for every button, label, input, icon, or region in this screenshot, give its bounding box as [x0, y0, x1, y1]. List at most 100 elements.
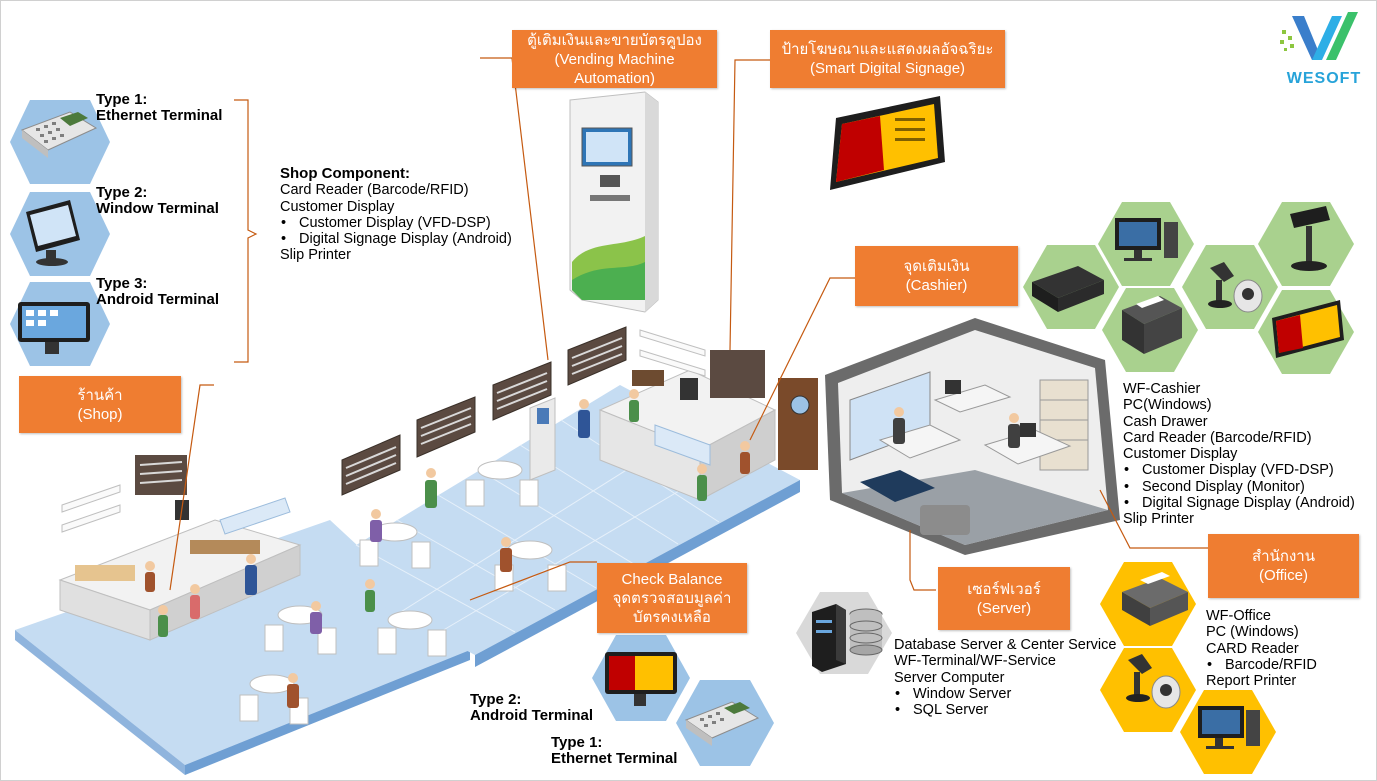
terminal-type-1-label: Type 1: Ethernet Terminal	[96, 92, 222, 124]
bottom-type-1-name: Ethernet Terminal	[551, 750, 678, 767]
shop-component-line: Card Reader (Barcode/RFID)	[280, 182, 469, 199]
terminal-type-2-number: Type 2:	[96, 184, 148, 201]
shop-tables	[239, 460, 567, 725]
service-counter	[598, 329, 818, 501]
callout-check-balance: Check Balance จุดตรวจสอบมูลค่า บัตรคงเหล…	[597, 563, 747, 633]
bottom-type-2-name: Android Terminal	[470, 707, 594, 724]
terminal-type-3-name: Android Terminal	[96, 291, 220, 308]
android-terminal-icon	[18, 302, 90, 354]
server-bullet: SQL Server	[894, 702, 1116, 719]
shop-counter	[58, 455, 302, 641]
cashier-line: PC(Windows)	[1123, 397, 1212, 414]
leader-lines	[169, 57, 1208, 601]
callout-server-line1: เซอร์ฟเวอร์	[967, 580, 1041, 598]
cashier-bullet: Customer Display (VFD-DSP)	[1123, 462, 1355, 479]
callout-signage-line2: (Smart Digital Signage)	[809, 60, 966, 77]
terminal-bracket	[234, 99, 258, 363]
cash-drawer-icon	[1032, 266, 1104, 312]
office-line: Report Printer	[1206, 673, 1297, 690]
callout-shop: ร้านค้า (Shop)	[19, 376, 181, 433]
callout-office-line1: สำนักงาน	[1252, 548, 1315, 565]
callout-vending-line1: ตู้เติมเงินและขายบัตรคูปอง	[527, 31, 702, 49]
pos-window-terminal-icon	[26, 200, 80, 266]
cashier-bullets: Customer Display (VFD-DSP) Second Displa…	[1123, 462, 1355, 511]
callout-shop-line1: ร้านค้า	[77, 386, 123, 404]
callout-cashier-line1: จุดเติมเงิน	[903, 258, 970, 275]
server-bullets: Window Server SQL Server	[894, 686, 1116, 719]
dining-wall-windows	[341, 326, 627, 496]
callout-vending: ตู้เติมเงินและขายบัตรคูปอง (Vending Mach…	[512, 30, 717, 88]
shop-component-line: Slip Printer	[280, 247, 351, 264]
server-component-list: Database Server & Center Service WF-Term…	[894, 637, 1117, 719]
server-line: WF-Terminal/WF-Service	[894, 653, 1056, 670]
callout-server-line2: (Server)	[976, 599, 1032, 617]
shop-component-title: Shop Component:	[280, 165, 410, 182]
bottom-terminal-type-2-label: Type 2: Android Terminal	[470, 692, 593, 724]
server-icon	[812, 604, 883, 672]
server-bullet: Window Server	[894, 686, 1116, 703]
shop-component-bullet: Customer Display (VFD-DSP)	[280, 215, 512, 232]
cashier-line: WF-Cashier	[1123, 381, 1201, 397]
bottom-terminal-type-1-label: Type 1: Ethernet Terminal	[551, 735, 677, 767]
office-bullets: Barcode/RFID	[1206, 657, 1317, 674]
cashier-component-list: WF-Cashier PC(Windows) Cash Drawer Card …	[1123, 381, 1355, 528]
office-line: WF-Office	[1206, 608, 1271, 624]
callout-check-line1: Check Balance	[621, 570, 723, 588]
office-line: CARD Reader	[1206, 640, 1299, 657]
callout-cashier-line2: (Cashier)	[905, 277, 968, 294]
logo-text: WESOFT	[1286, 70, 1362, 87]
cashier-line: Card Reader (Barcode/RFID)	[1123, 429, 1312, 446]
kiosk-small	[529, 397, 556, 481]
monitor-icon	[1115, 218, 1178, 261]
bottom-type-1-number: Type 1:	[551, 734, 603, 751]
callout-check-line3: บัตรคงเหลือ	[633, 608, 711, 626]
server-line: Server Computer	[894, 669, 1005, 686]
cashier-hexes	[1023, 202, 1354, 374]
office-pc-icon	[1198, 706, 1260, 749]
callout-server: เซอร์ฟเวอร์ (Server)	[938, 567, 1070, 630]
android-terminal-small-icon	[605, 652, 677, 706]
card-terminal-small-icon	[684, 701, 760, 746]
digital-signage-icon	[830, 96, 945, 190]
slip-printer-icon	[1122, 296, 1182, 354]
terminal-hexes-left	[10, 100, 110, 366]
server-hex	[796, 592, 892, 674]
terminal-type-2-label: Type 2: Window Terminal	[96, 185, 219, 217]
office-component-list: WF-Office PC (Windows) CARD Reader Barco…	[1206, 608, 1317, 689]
terminal-type-3-number: Type 3:	[96, 275, 148, 292]
second-signage-icon	[1272, 300, 1344, 358]
shop-component-bullet: Digital Signage Display (Android)	[280, 231, 512, 248]
terminal-type-1-number: Type 1:	[96, 91, 148, 108]
wesoft-logo	[1280, 12, 1358, 60]
check-balance-hexes	[592, 635, 774, 766]
callout-vending-line3: Automation)	[574, 69, 655, 87]
cashier-line: Customer Display	[1123, 446, 1238, 463]
callout-vending-line2: (Vending Machine	[554, 50, 675, 68]
office-room	[825, 318, 1120, 555]
card-terminal-icon	[20, 111, 98, 158]
cashier-line: Cash Drawer	[1123, 413, 1208, 430]
shop-component-line: Customer Display	[280, 198, 395, 215]
cashier-line: Slip Printer	[1123, 511, 1194, 528]
report-printer-icon	[1122, 572, 1188, 626]
vending-machine-icon	[569, 91, 659, 313]
pole-display-icon	[1290, 206, 1330, 271]
barcode-scanner-icon	[1208, 262, 1263, 313]
terminal-type-3-label: Type 3: Android Terminal	[96, 276, 219, 308]
server-line: Database Server & Center Service	[894, 637, 1117, 653]
office-line: PC (Windows)	[1206, 624, 1299, 641]
people	[145, 389, 750, 708]
shop-component-bullets: Customer Display (VFD-DSP) Digital Signa…	[280, 215, 512, 248]
terminal-type-2-name: Window Terminal	[96, 200, 219, 217]
office-bullet: Barcode/RFID	[1206, 657, 1317, 674]
callout-cashier: จุดเติมเงิน (Cashier)	[855, 246, 1018, 306]
callout-check-line2: จุดตรวจสอบมูลค่า	[612, 589, 732, 607]
terminal-type-1-name: Ethernet Terminal	[96, 107, 223, 124]
bottom-type-2-number: Type 2:	[470, 691, 522, 708]
cashier-bullet: Second Display (Monitor)	[1123, 479, 1355, 496]
callout-shop-line2: (Shop)	[77, 405, 123, 423]
shop-component-list: Shop Component: Card Reader (Barcode/RFI…	[280, 165, 512, 264]
callout-office-line2: (Office)	[1259, 567, 1308, 584]
